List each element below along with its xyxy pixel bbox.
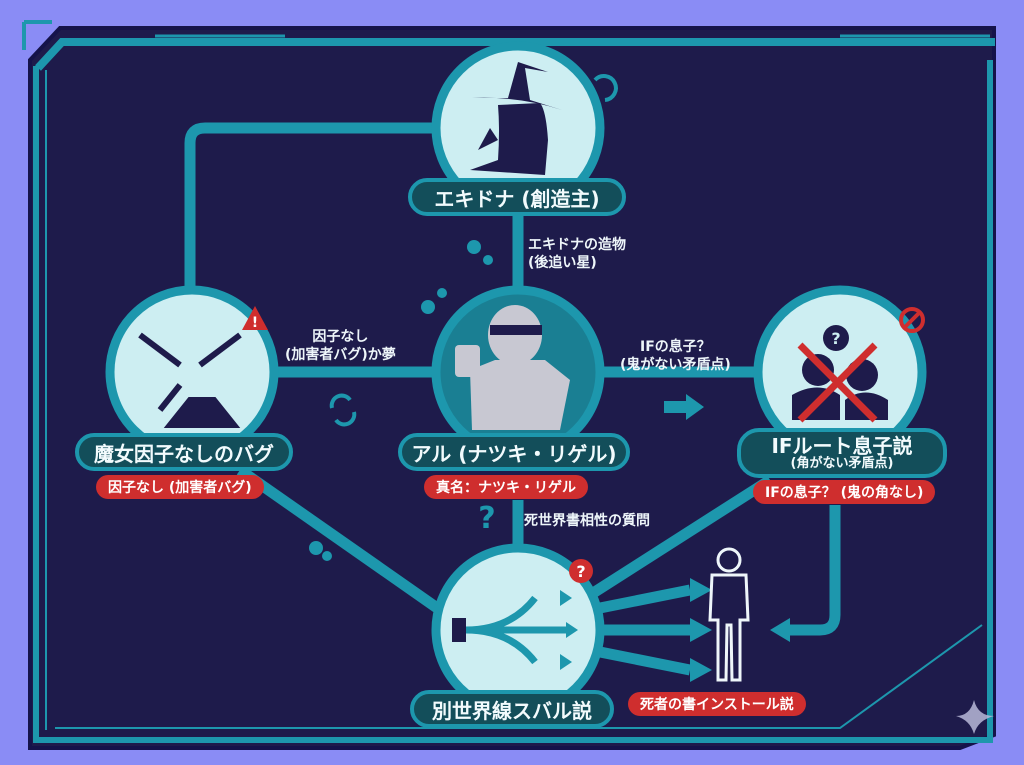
gear-icon <box>309 240 493 561</box>
svg-text:!: ! <box>252 315 258 331</box>
warning-triangle-icon: ! <box>242 306 268 331</box>
witch-silhouette-icon <box>470 62 562 175</box>
node-title-echidna[interactable]: エキドナ (創造主) <box>408 178 626 216</box>
node-title-ifroute-main: IFルート息子説 <box>771 433 913 458</box>
node-title-bug[interactable]: 魔女因子なしのバグ <box>75 433 293 471</box>
svg-text:?: ? <box>831 329 840 348</box>
arrow-right-icon <box>664 394 704 420</box>
edge-label-al-worldline: 死世界書相性の質問 <box>524 513 650 529</box>
question-teal-icon: ? <box>478 501 495 536</box>
armored-knight-icon <box>455 305 570 430</box>
edge-label-al-ifroute: IFの息子？ (鬼がない矛盾点) <box>620 339 731 373</box>
sparkle-icon <box>956 700 994 734</box>
swirl-castle-icon <box>593 74 618 102</box>
node-title-al[interactable]: アル (ナツキ・リゲル) <box>398 433 630 471</box>
node-title-ifroute-sub: (角がない矛盾点) <box>790 455 894 471</box>
node-tag-subaru: 死者の書インストール説 <box>628 692 806 716</box>
node-tag-al: 真名：ナツキ・リゲル <box>424 475 588 499</box>
edge-label-echidna-al: エキドナの造物 (後追い星) <box>528 237 626 271</box>
question-red-icon: ? <box>569 559 593 583</box>
refresh-cycle-icon <box>329 393 357 427</box>
node-tag-bug: 因子なし (加害者バグ) <box>96 475 264 499</box>
node-tag-ifroute: IFの息子？ (鬼の角なし) <box>753 480 936 504</box>
arrowheads <box>690 578 790 682</box>
branching-arrows-icon <box>452 590 578 670</box>
node-title-ifroute[interactable]: IFルート息子説 (角がない矛盾点) <box>737 428 947 478</box>
broken-chains-icon <box>138 332 242 428</box>
prohibited-icon <box>899 307 925 333</box>
crossed-out-people-icon: ? <box>792 325 888 423</box>
node-title-worldline[interactable]: 別世界線スバル説 <box>410 690 614 728</box>
svg-text:?: ? <box>576 562 585 581</box>
edge-label-bug-al: 因子なし (加害者バグ)か夢 <box>285 329 396 363</box>
standing-person-icon <box>708 547 750 682</box>
